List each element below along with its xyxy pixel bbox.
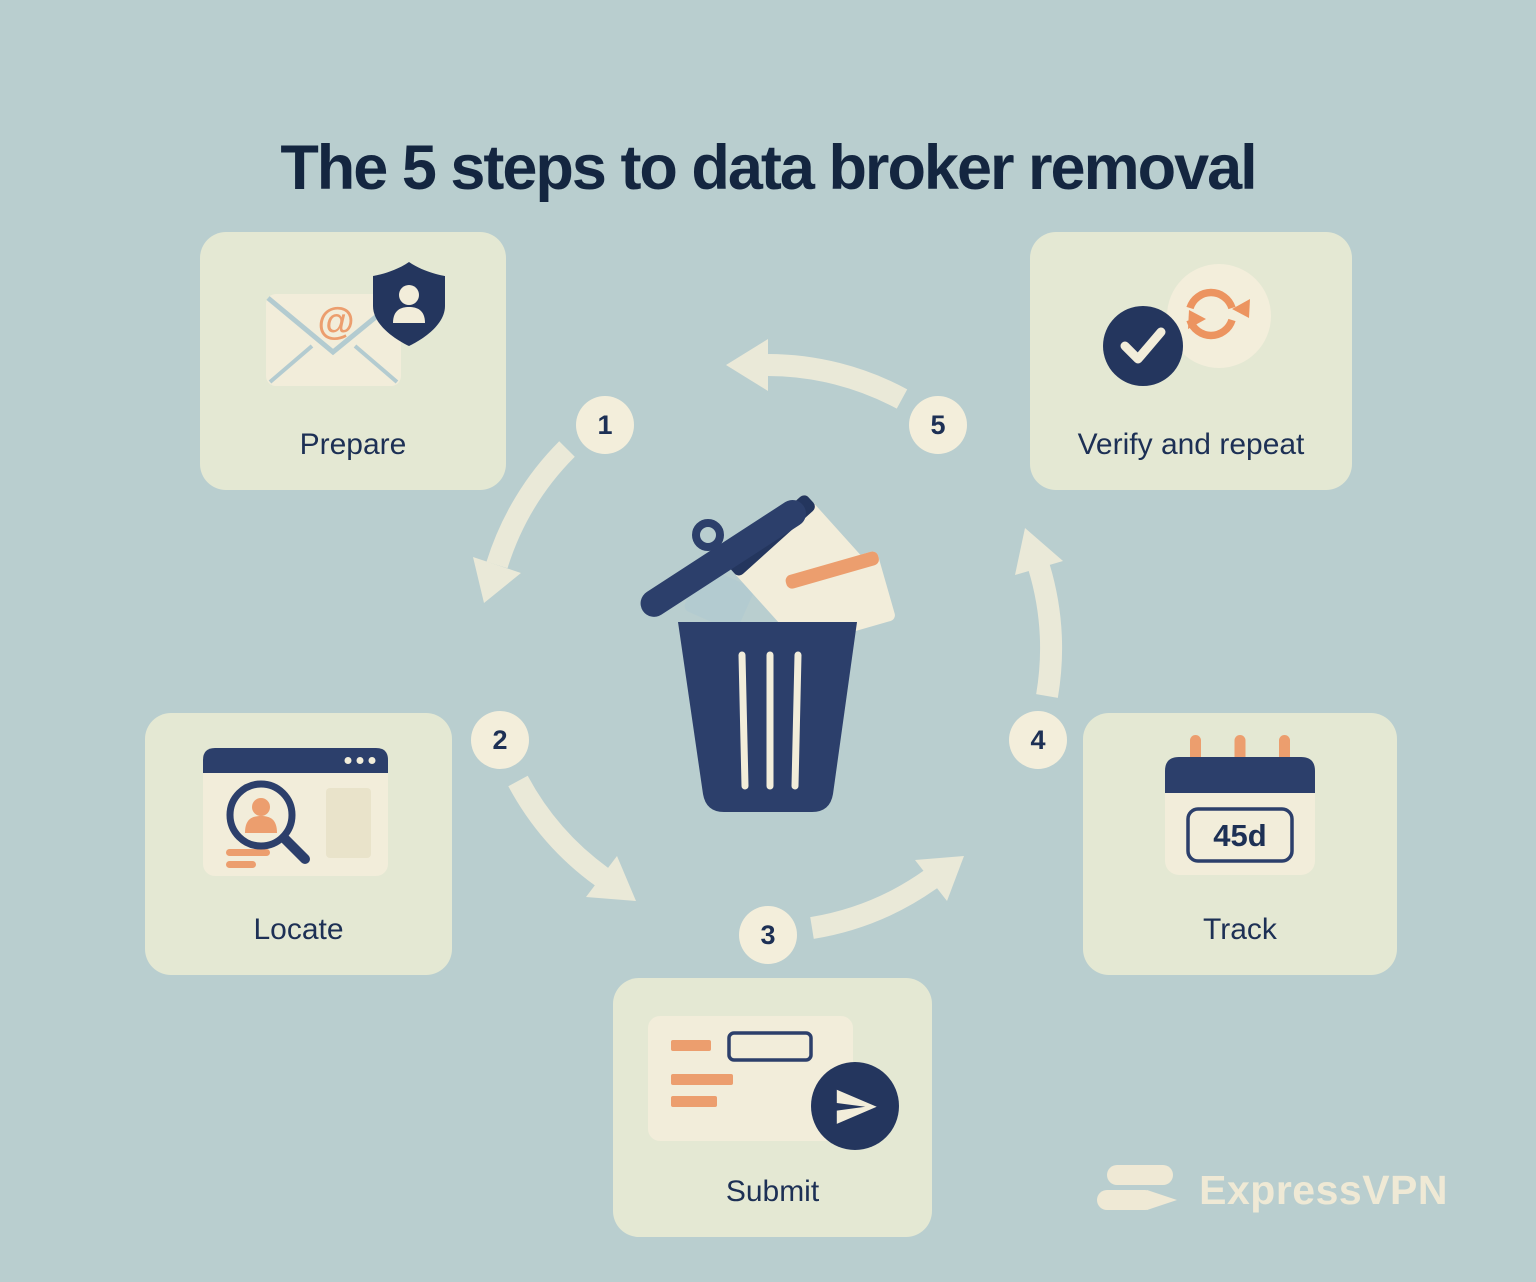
text-line — [226, 849, 270, 856]
check-icon — [1120, 327, 1166, 364]
step-label: Submit — [725, 1175, 820, 1208]
form-send-icon — [648, 1016, 899, 1150]
trash-ridges — [738, 651, 802, 790]
step-card-verify: Verify and repeat — [1030, 232, 1352, 490]
refresh-badge — [1167, 264, 1271, 368]
arrow-icon — [1015, 528, 1063, 575]
expressvpn-wordmark: ExpressVPN — [1199, 1166, 1448, 1213]
step-badge-4: 4 — [1009, 711, 1067, 769]
arrow-icon — [473, 557, 521, 603]
calendar-header — [1165, 757, 1315, 793]
step-label: Track — [1203, 913, 1277, 946]
cycle-arrows — [473, 339, 1063, 901]
step-badge-5: 5 — [909, 396, 967, 454]
step-label: Locate — [253, 913, 344, 946]
expressvpn-logo-icon — [1097, 1165, 1178, 1210]
form-line — [671, 1096, 717, 1107]
step-number: 5 — [930, 409, 946, 440]
email-shield-icon: @ — [266, 262, 445, 386]
person-icon — [399, 285, 419, 305]
step-card-locate: Locate — [145, 713, 452, 975]
browser-topbar — [203, 748, 388, 773]
arrow-icon — [915, 856, 964, 901]
step-label: Verify and repeat — [1077, 428, 1305, 461]
shield-icon — [373, 262, 445, 346]
trash-lid-handle — [692, 519, 724, 551]
calendar-icon: 45d — [1165, 735, 1315, 875]
cycle-arc-segment — [1028, 563, 1062, 698]
content-block — [326, 788, 371, 858]
avatar-shoulders — [245, 816, 277, 833]
step-badge-3: 3 — [739, 906, 797, 964]
cycle-arc-segment — [810, 869, 938, 939]
envelope-folds — [268, 344, 399, 384]
arrow-icon — [726, 339, 768, 391]
send-button — [811, 1062, 899, 1150]
form-line — [671, 1040, 711, 1051]
cycle-arc-segment — [486, 441, 575, 569]
envelope-icon — [266, 294, 401, 386]
cycle-arc-segment — [767, 354, 908, 409]
browser-dots — [344, 757, 376, 764]
text-line — [226, 861, 256, 868]
cycle-ring — [486, 354, 1062, 939]
magnifier-icon — [226, 780, 296, 850]
check-badge — [1103, 306, 1183, 386]
refresh-arrowheads — [1188, 299, 1250, 329]
step-number: 2 — [492, 724, 508, 755]
arrow-icon — [586, 856, 636, 901]
trash-paper-orange — [785, 551, 895, 645]
step-number: 1 — [597, 409, 613, 440]
step-number: 4 — [1030, 724, 1046, 755]
trash-can-icon — [640, 495, 895, 812]
step-badge-2: 2 — [471, 711, 529, 769]
browser-search-icon — [203, 748, 388, 876]
check-refresh-icon — [1103, 264, 1271, 386]
magnifier-handle — [279, 833, 310, 864]
form-line — [671, 1074, 733, 1085]
step-badge-1: 1 — [576, 396, 634, 454]
step-card-submit: Submit — [613, 978, 932, 1237]
cycle-arc-segment — [508, 775, 609, 886]
person-shoulders — [393, 307, 425, 323]
calendar-duration: 45d — [1213, 818, 1266, 853]
form-input — [727, 1031, 813, 1062]
calendar-cell-outline — [1186, 807, 1294, 863]
send-icon — [836, 1089, 877, 1124]
step-card-prepare: @ Prepare — [200, 232, 506, 490]
page-title: The 5 steps to data broker removal — [280, 133, 1257, 204]
expressvpn-logo: ExpressVPN — [1097, 1162, 1448, 1218]
at-symbol: @ — [317, 301, 354, 343]
trash-lid — [640, 499, 806, 617]
step-number: 3 — [760, 919, 776, 950]
avatar-head — [252, 798, 270, 816]
step-card-track: 45d Track — [1083, 713, 1397, 975]
step-label: Prepare — [299, 428, 407, 461]
